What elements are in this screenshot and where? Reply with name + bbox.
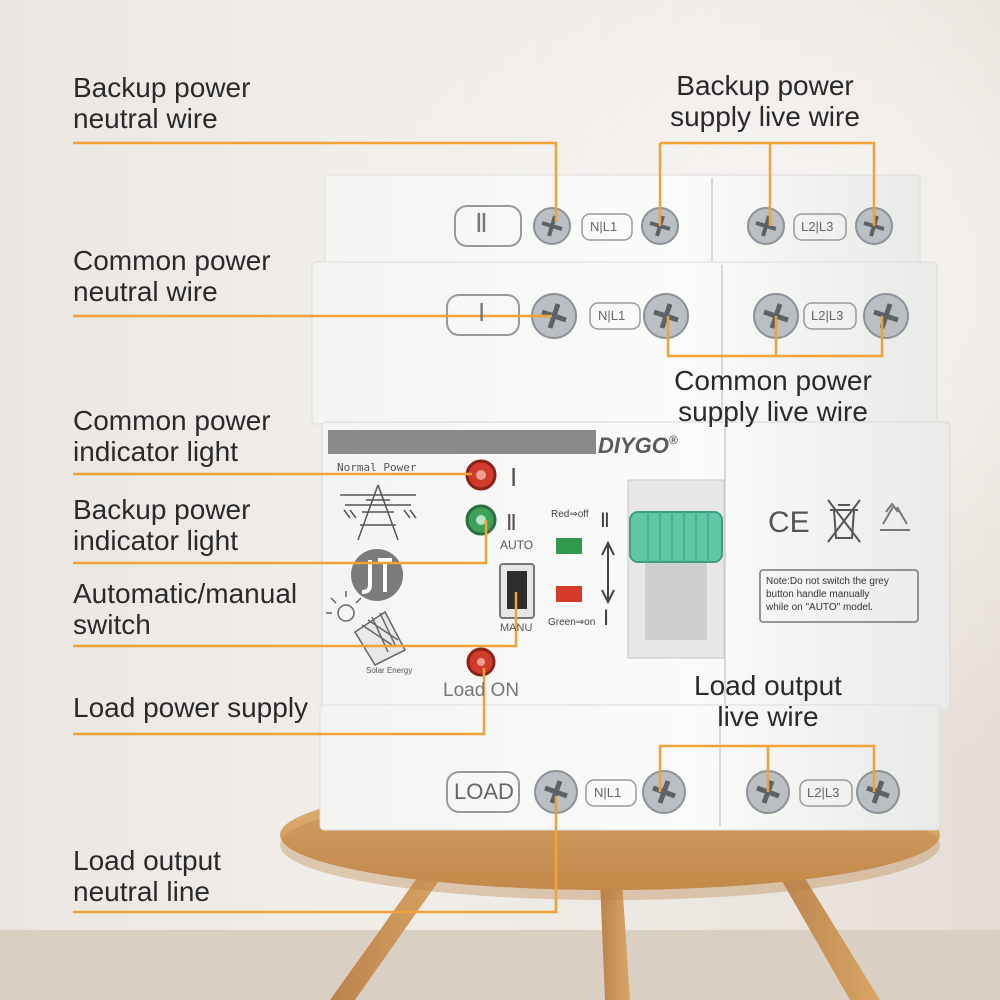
callout-line: supply live wire (678, 396, 868, 427)
callout-common-indicator-light: Common power indicator light (73, 405, 271, 467)
table-leg-left (330, 860, 450, 1000)
callout-line: Automatic/manual (73, 578, 298, 609)
power-pylon-icon (340, 484, 417, 541)
ce-mark: CE (768, 506, 810, 539)
callout-line: Load power supply (73, 692, 309, 723)
screw-terminal (534, 770, 578, 814)
terminal-label-nl1: N|L1 (598, 308, 626, 323)
registered-mark: ® (668, 433, 678, 447)
red-off-label: Red⇒off (551, 509, 589, 520)
terminal-label-nl1: N|L1 (590, 219, 618, 234)
callout-line: Backup power (676, 70, 854, 101)
brand-bar (328, 430, 596, 454)
callout-backup-live-wire: Backup power supply live wire (655, 70, 875, 132)
solar-energy-label: Solar Energy (366, 666, 413, 675)
terminal-label-l2l3: L2|L3 (811, 308, 844, 323)
breaker-handle[interactable] (627, 479, 725, 659)
callout-load-live-wire: Load output live wire (675, 670, 861, 732)
callout-backup-neutral-wire: Backup power neutral wire (73, 72, 250, 134)
source-one-label: I (478, 297, 486, 327)
callout-line: Backup power (73, 72, 251, 103)
position-two-symbol: Ⅱ (600, 510, 610, 532)
callout-backup-indicator-light: Backup power indicator light (73, 494, 250, 556)
jt-logo-icon (351, 549, 403, 601)
manu-label: MANU (500, 622, 533, 634)
callout-line: Common power (674, 365, 872, 396)
load-on-label: Load ON (443, 680, 520, 701)
callout-line: neutral line (73, 876, 210, 907)
callout-line: neutral wire (73, 103, 218, 134)
table-leg-back (600, 880, 630, 1000)
callout-line: indicator light (73, 525, 238, 556)
callout-line: Backup power (73, 494, 251, 525)
screw-terminal (643, 293, 689, 339)
position-arrow-icon (601, 540, 615, 605)
terminal-label-l2l3: L2|L3 (801, 219, 834, 234)
screw-terminal (747, 207, 785, 245)
screw-terminal (533, 207, 571, 245)
note-text: Note:Do not switch the grey button handl… (766, 575, 889, 614)
note-line: while on "AUTO" model. (766, 602, 873, 613)
green-on-label: Green⇒on (548, 617, 596, 628)
screw-terminal (863, 293, 909, 339)
brand-name: DIYGO (598, 433, 669, 458)
callout-auto-manual-switch: Automatic/manual switch (73, 578, 297, 640)
callout-line: neutral wire (73, 276, 218, 307)
brand-logo: DIYGO® (598, 433, 678, 459)
normal-power-label: Normal Power (337, 461, 417, 474)
screw-terminal (856, 770, 900, 814)
callout-load-power-supply: Load power supply (73, 692, 308, 723)
table-leg-right (770, 860, 880, 1000)
leader-lines (73, 141, 884, 914)
screw-terminal (531, 293, 577, 339)
screw-terminal (642, 770, 686, 814)
load-pill (446, 771, 520, 813)
screw-terminals (531, 207, 909, 814)
terminal-label-nl1: N|L1 (594, 785, 622, 800)
auto-label: AUTO (500, 538, 534, 552)
callout-line: switch (73, 609, 151, 640)
solar-house-icon (326, 591, 407, 666)
note-box (759, 569, 919, 623)
status-green-window (556, 538, 582, 554)
callout-line: Common power (73, 405, 271, 436)
callout-load-neutral-line: Load output neutral line (73, 845, 221, 907)
source-two-pill (454, 205, 522, 247)
callout-line: Common power (73, 245, 271, 276)
terminal-label-l2l3: L2|L3 (807, 785, 840, 800)
source-two-label: Ⅱ (475, 208, 488, 238)
indicator-one-symbol: I (510, 462, 518, 492)
callout-line: Load output (73, 845, 221, 876)
callout-line: supply live wire (670, 101, 860, 132)
note-line: button handle manually (766, 589, 870, 600)
callout-common-neutral-wire: Common power neutral wire (73, 245, 271, 307)
load-label: LOAD (454, 779, 514, 804)
weee-bin-icon (827, 499, 861, 543)
note-line: Note:Do not switch the grey (766, 576, 889, 587)
position-one-symbol: I (603, 605, 610, 630)
callout-common-live-wire: Common power supply live wire (660, 365, 886, 427)
callout-line: live wire (717, 701, 819, 732)
callout-line: indicator light (73, 436, 238, 467)
callout-line: Load output (694, 670, 842, 701)
indicator-two-symbol: Ⅱ (506, 510, 517, 535)
status-red-window (556, 586, 582, 602)
recycle-icon (880, 502, 910, 531)
